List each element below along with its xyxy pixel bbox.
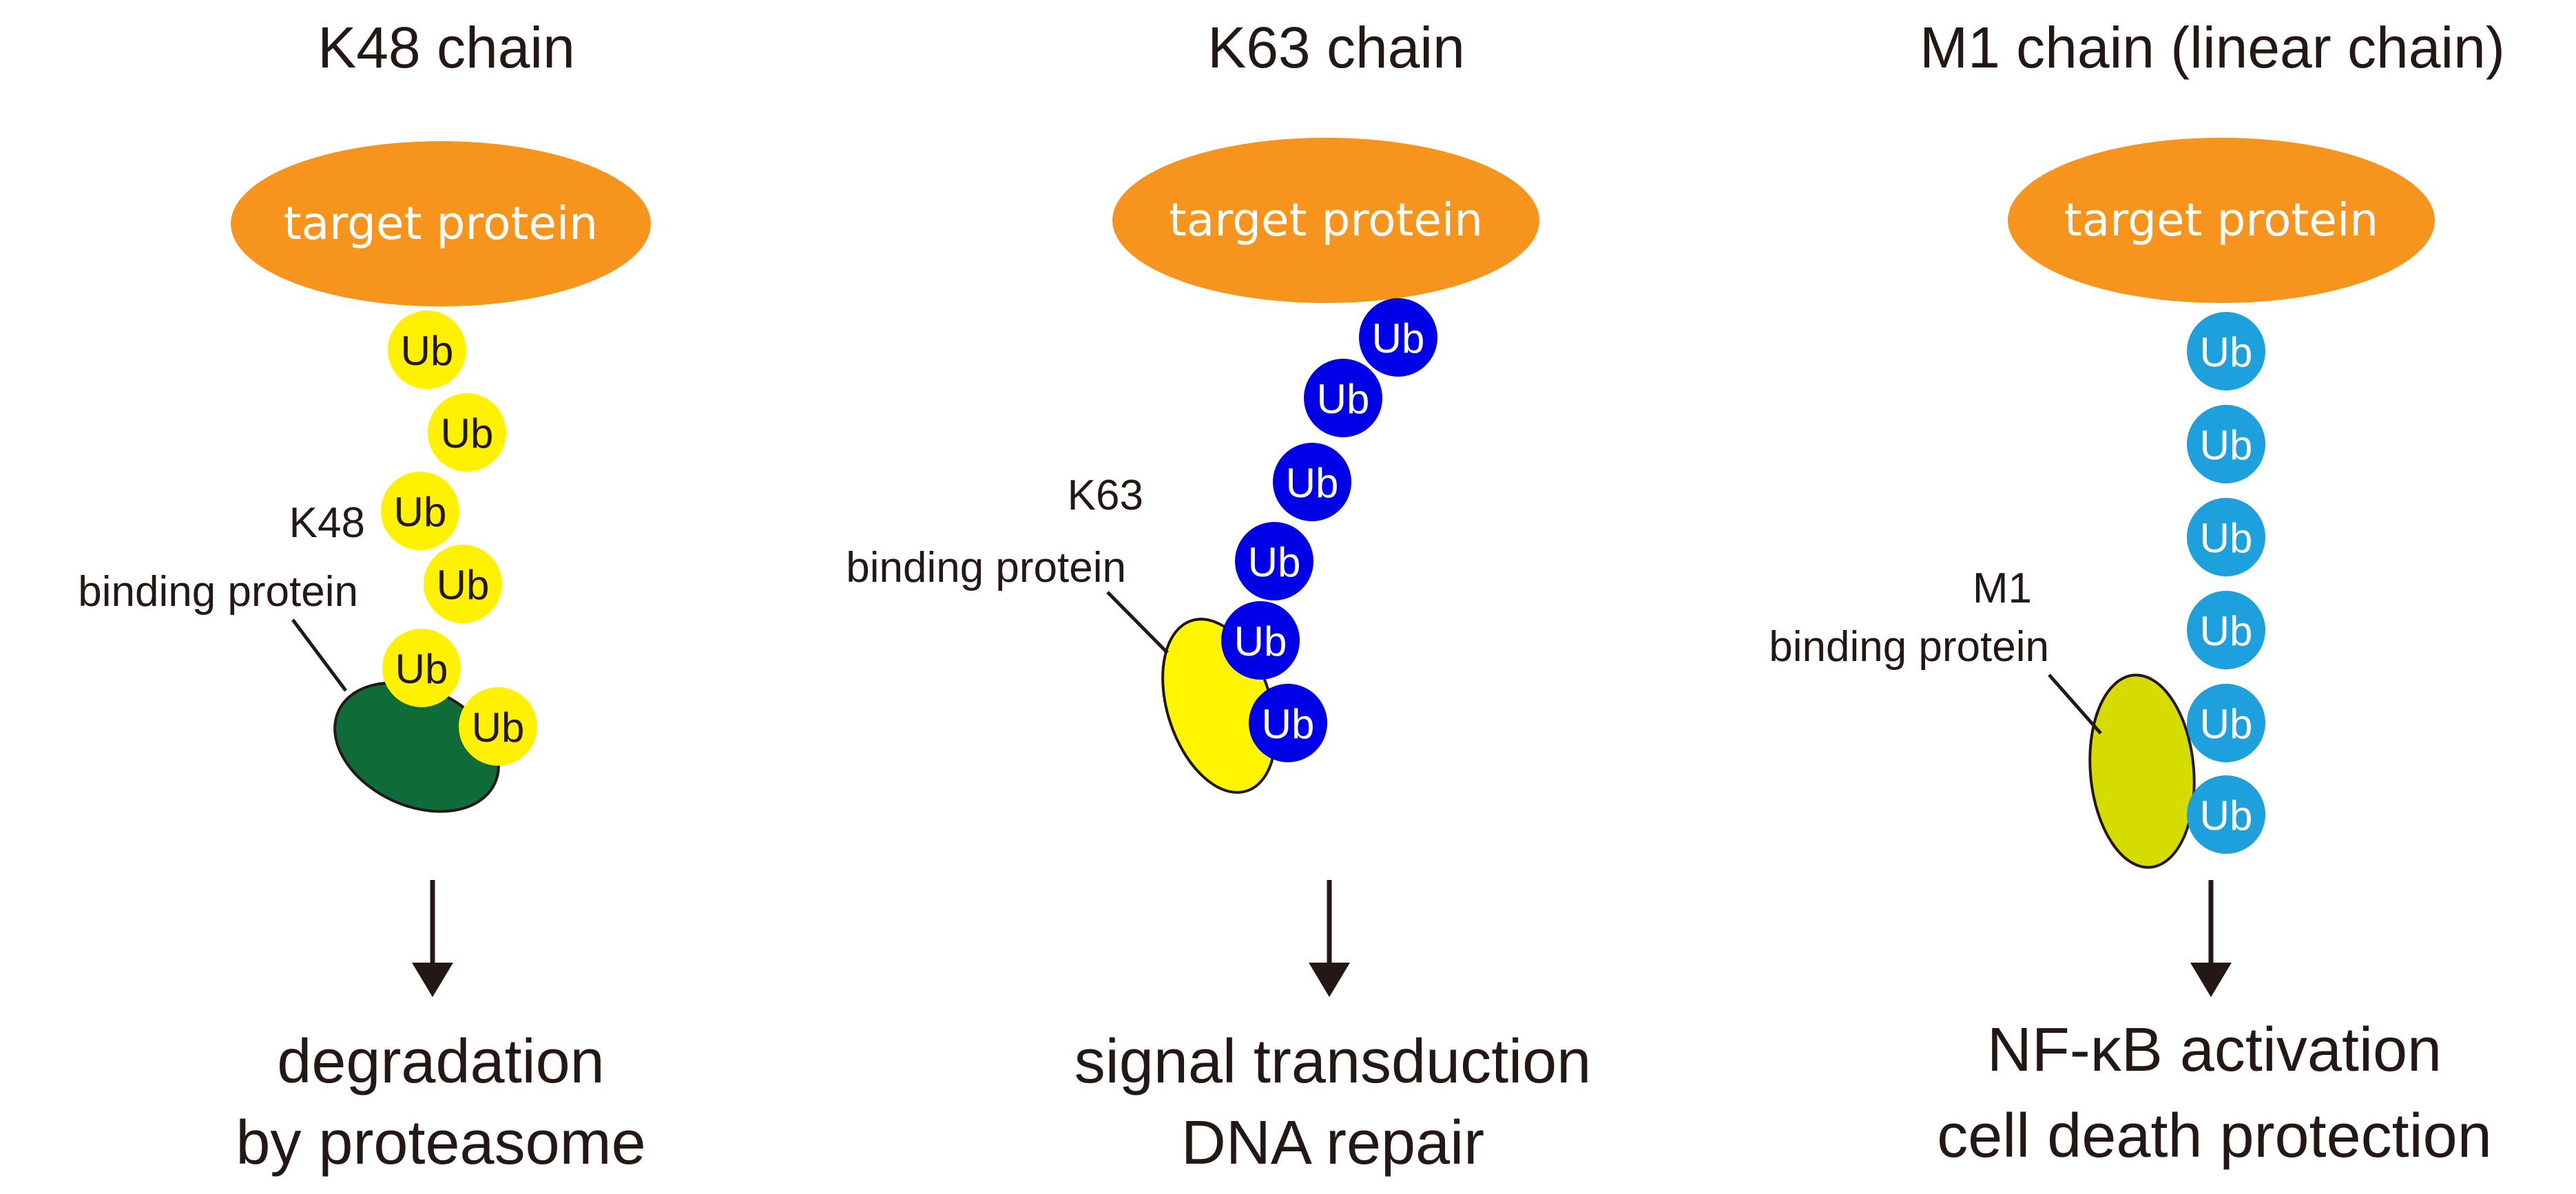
svg-text:Ub: Ub	[394, 489, 447, 535]
pointer-line	[1106, 591, 1169, 654]
ubiquitin: Ub	[1249, 684, 1327, 762]
panel-title: K48 chain	[318, 15, 575, 80]
outcome-line1: signal transduction	[1074, 1027, 1591, 1096]
ubiquitin: Ub	[1273, 443, 1351, 521]
binder-label-line1: K48	[289, 499, 365, 547]
outcome-line2: cell death protection	[1937, 1102, 2492, 1171]
svg-text:Ub: Ub	[2200, 608, 2253, 654]
svg-text:Ub: Ub	[1262, 701, 1315, 747]
panel-k63: K63 chain target protein Ub Ub Ub Ub	[846, 15, 1591, 1177]
ubiquitin: Ub	[428, 393, 506, 472]
svg-text:Ub: Ub	[437, 562, 490, 608]
target-protein	[231, 141, 651, 306]
binder-label-line2: binding protein	[78, 568, 358, 616]
ubiquitin: Ub	[459, 687, 537, 766]
svg-text:Ub: Ub	[2200, 515, 2253, 561]
ubiquitin: Ub	[1304, 359, 1382, 437]
ubiquitin: Ub	[2187, 775, 2265, 854]
outcome-line2: DNA repair	[1181, 1109, 1484, 1177]
ub-chain-k63: Ub Ub Ub Ub Ub Ub	[1221, 298, 1437, 762]
svg-text:Ub: Ub	[472, 704, 525, 751]
svg-text:Ub: Ub	[2200, 422, 2253, 468]
pointer-line	[2048, 673, 2102, 735]
svg-text:Ub: Ub	[2200, 329, 2253, 375]
ubiquitin: Ub	[1221, 601, 1300, 680]
svg-text:Ub: Ub	[441, 410, 494, 457]
ubiquitin: Ub	[1235, 522, 1313, 600]
svg-text:Ub: Ub	[1234, 618, 1287, 664]
down-arrow	[1309, 880, 1350, 997]
panel-k48: K48 chain target protein Ub Ub Ub Ub	[78, 15, 651, 1177]
pointer-line	[291, 618, 348, 692]
down-arrow	[2190, 880, 2232, 997]
ubiquitin: Ub	[2187, 591, 2265, 669]
ubiquitin: Ub	[2187, 498, 2265, 576]
svg-text:Ub: Ub	[1286, 460, 1339, 506]
svg-text:Ub: Ub	[401, 328, 454, 374]
ub-chain-m1: Ub Ub Ub Ub Ub Ub	[2187, 312, 2265, 854]
ubiquitin: Ub	[2187, 405, 2265, 483]
target-protein-label: target protein	[284, 197, 598, 250]
svg-text:Ub: Ub	[1317, 376, 1370, 422]
panel-title: M1 chain (linear chain)	[1920, 15, 2505, 80]
binder-label-line1: K63	[1068, 472, 1143, 519]
panel-m1: M1 chain (linear chain) target protein U…	[1769, 15, 2505, 1171]
ubiquitin: Ub	[381, 472, 459, 550]
ubiquitin: Ub	[424, 545, 502, 623]
target-protein	[2008, 138, 2435, 303]
target-protein-label: target protein	[1169, 193, 1483, 247]
binder-label-line1: M1	[1973, 565, 2032, 612]
svg-text:Ub: Ub	[2200, 701, 2253, 747]
svg-text:Ub: Ub	[1372, 315, 1425, 362]
target-protein-label: target protein	[2064, 193, 2378, 247]
outcome-line2: by proteasome	[236, 1109, 645, 1177]
down-arrow	[412, 880, 453, 997]
binder-label-line2: binding protein	[846, 544, 1126, 591]
svg-text:Ub: Ub	[2200, 793, 2253, 839]
ubiquitin: Ub	[388, 311, 466, 389]
svg-text:Ub: Ub	[395, 646, 448, 692]
binder-label-line2: binding protein	[1769, 623, 2049, 671]
ubiquitin: Ub	[1359, 298, 1437, 377]
panel-title: K63 chain	[1207, 15, 1465, 80]
svg-text:Ub: Ub	[1248, 539, 1301, 585]
outcome-line1: NF-κB activation	[1987, 1016, 2442, 1085]
target-protein	[1112, 138, 1539, 303]
ubiquitin: Ub	[2187, 684, 2265, 762]
ubiquitin: Ub	[382, 629, 461, 707]
outcome-line1: degradation	[277, 1027, 604, 1096]
ubiquitin: Ub	[2187, 312, 2265, 390]
ub-chain-k48: Ub Ub Ub Ub Ub Ub	[381, 311, 537, 766]
binding-protein-m1	[2088, 673, 2196, 869]
